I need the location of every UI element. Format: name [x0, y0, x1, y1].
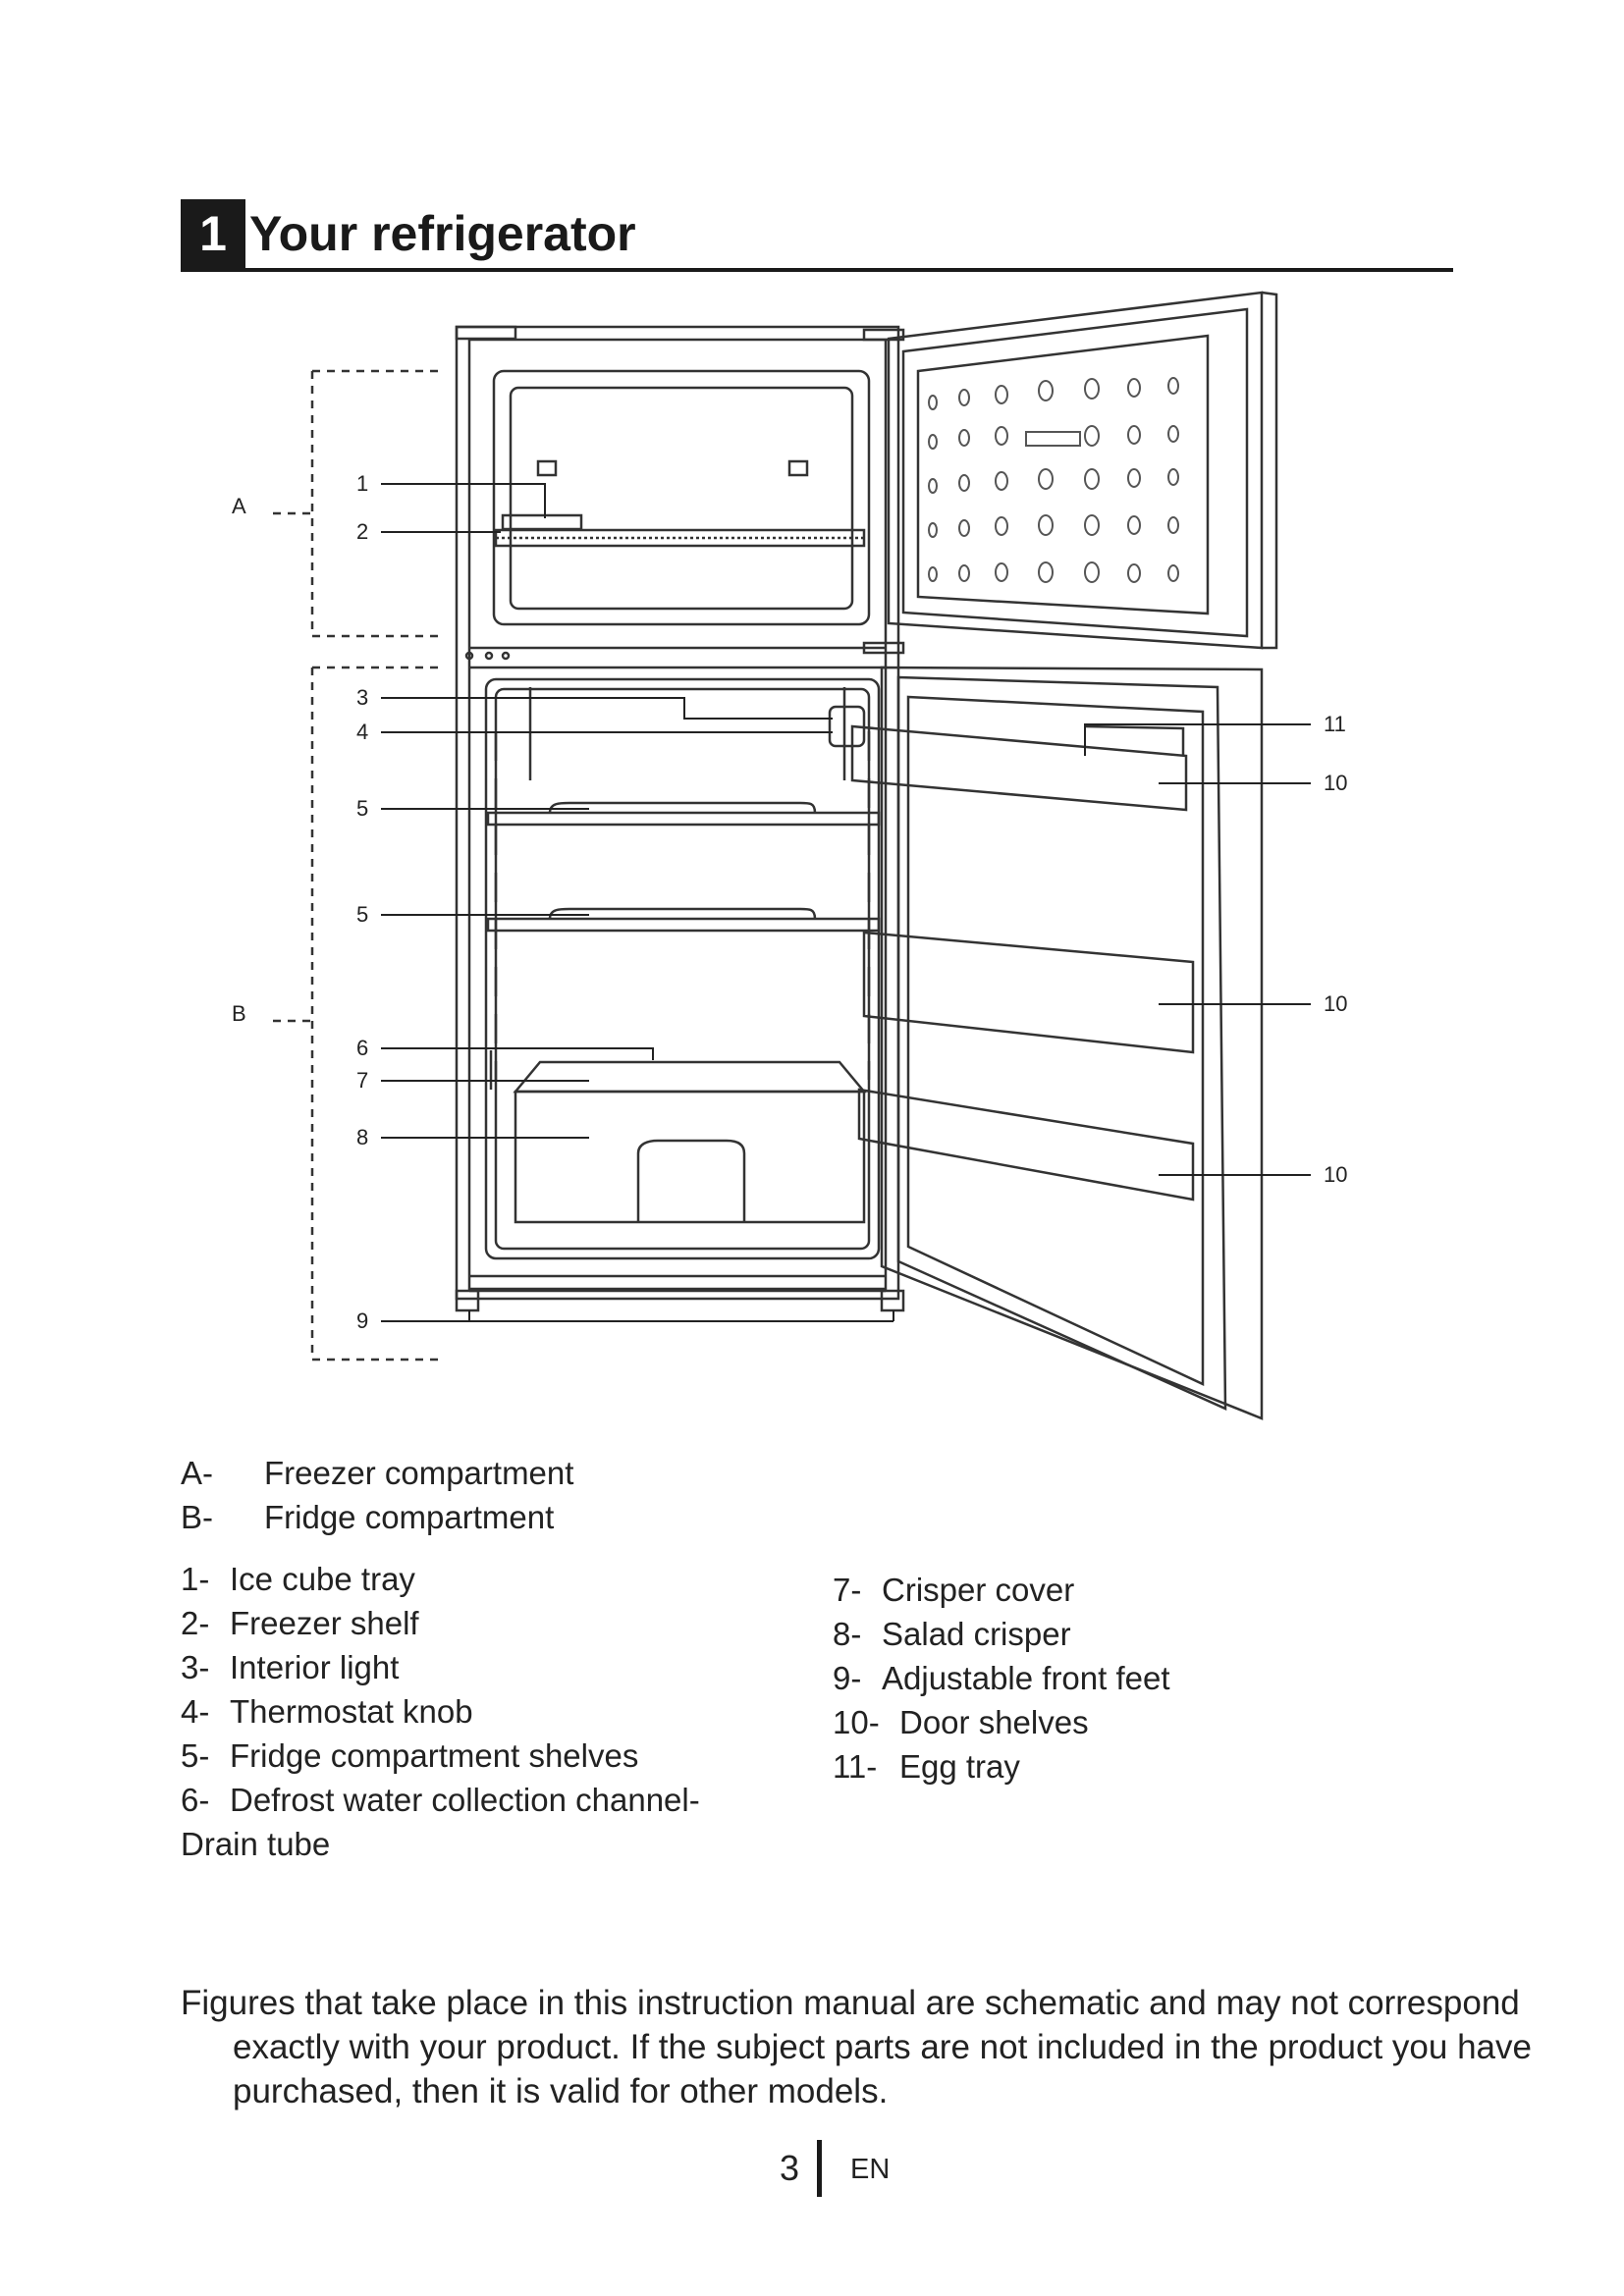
page-number: 3 [780, 2148, 800, 2188]
fridge-shelf-2 [486, 917, 881, 933]
part-label: Ice cube tray [230, 1561, 415, 1597]
parts-list-right: 7- Crisper cover 8- Salad crisper 9- Adjust… [833, 1568, 1170, 1789]
door-shelf-1 [850, 724, 1188, 812]
part-key: 10- [833, 1704, 880, 1740]
part-key: 9- [833, 1660, 862, 1696]
callout-8: 8 [356, 1125, 368, 1149]
section-header: 1 Your refrigerator [181, 199, 1453, 272]
fridge-shelf-1 [486, 811, 881, 827]
part-label: Fridge compartment shelves [230, 1737, 639, 1774]
part-label: Drain tube [181, 1826, 331, 1862]
ice-cube-tray [501, 513, 583, 531]
callout-5a: 5 [356, 796, 368, 821]
part-item: 2- Freezer shelf [181, 1601, 700, 1645]
part-key: 7- [833, 1572, 862, 1608]
part-label: Freezer shelf [230, 1605, 419, 1641]
part-label: Egg tray [899, 1748, 1020, 1785]
legend-row: A- Freezer compartment [181, 1451, 573, 1495]
crisper-cover [513, 1060, 867, 1094]
part-item: 7- Crisper cover [833, 1568, 1170, 1612]
callout-10b: 10 [1324, 991, 1347, 1016]
part-item: 3- Interior light [181, 1645, 700, 1689]
part-item: 4- Thermostat knob [181, 1689, 700, 1734]
legend-label: Freezer compartment [264, 1455, 574, 1491]
page-title: Your refrigerator [249, 206, 636, 261]
part-item: 5- Fridge compartment shelves [181, 1734, 700, 1778]
legend-label: Fridge compartment [264, 1499, 555, 1535]
part-key: 2- [181, 1605, 210, 1641]
callout-10a: 10 [1324, 771, 1347, 795]
part-item: 11- Egg tray [833, 1744, 1170, 1789]
callout-4: 4 [356, 720, 368, 744]
door-shelf-2 [862, 931, 1195, 1054]
legend-key: B- [181, 1499, 213, 1535]
part-key: 8- [833, 1616, 862, 1652]
part-item: Drain tube [181, 1822, 700, 1866]
part-item: 8- Salad crisper [833, 1612, 1170, 1656]
callout-1: 1 [356, 471, 368, 496]
part-label: Thermostat knob [230, 1693, 473, 1730]
callout-10c: 10 [1324, 1162, 1347, 1187]
language-code: EN [850, 2154, 891, 2185]
callout-11: 11 [1324, 712, 1346, 736]
door-shelf-3 [857, 1088, 1195, 1201]
callout-7: 7 [356, 1068, 368, 1093]
footer-divider [817, 2140, 822, 2197]
part-key: 11- [833, 1748, 878, 1785]
parts-list-left: 1- Ice cube tray 2- Freezer shelf 3- Interi… [181, 1557, 700, 1866]
part-key: 3- [181, 1649, 210, 1685]
callout-9: 9 [356, 1308, 368, 1333]
part-key: 1- [181, 1561, 210, 1597]
part-item: 9- Adjustable front feet [833, 1656, 1170, 1700]
part-key: 6- [181, 1782, 210, 1818]
callout-3: 3 [356, 685, 368, 710]
disclaimer-text: Figures that take place in this instruct… [181, 1984, 1532, 2110]
part-item: 6- Defrost water collection channel- [181, 1778, 700, 1822]
callout-6: 6 [356, 1036, 368, 1060]
callout-2: 2 [356, 519, 368, 544]
part-item: 10- Door shelves [833, 1700, 1170, 1744]
part-label: Crisper cover [882, 1572, 1075, 1608]
front-foot-right [880, 1289, 905, 1312]
thermostat-knob [828, 705, 866, 748]
legend-row: B- Fridge compartment [181, 1495, 573, 1539]
salad-crisper [514, 1090, 866, 1224]
part-item: 1- Ice cube tray [181, 1557, 700, 1601]
label-b: B [232, 1001, 246, 1026]
fridge-door [880, 666, 1264, 1420]
part-key: 5- [181, 1737, 210, 1774]
freezer-shelf [494, 528, 866, 548]
section-number: 1 [181, 199, 245, 268]
label-a: A [232, 494, 246, 518]
part-label: Interior light [230, 1649, 400, 1685]
part-label: Salad crisper [882, 1616, 1071, 1652]
freezer-door-dimples [928, 377, 1179, 583]
part-label: Adjustable front feet [882, 1660, 1170, 1696]
front-foot-left [455, 1289, 480, 1312]
legend-key: A- [181, 1455, 213, 1491]
part-key: 4- [181, 1693, 210, 1730]
callout-5b: 5 [356, 902, 368, 927]
fridge-interior [484, 677, 881, 1260]
freezer-interior [492, 369, 871, 626]
part-label: Door shelves [899, 1704, 1089, 1740]
part-label: Defrost water collection channel- [230, 1782, 700, 1818]
compartment-legend: A- Freezer compartment B- Fridge compartme… [181, 1451, 573, 1539]
